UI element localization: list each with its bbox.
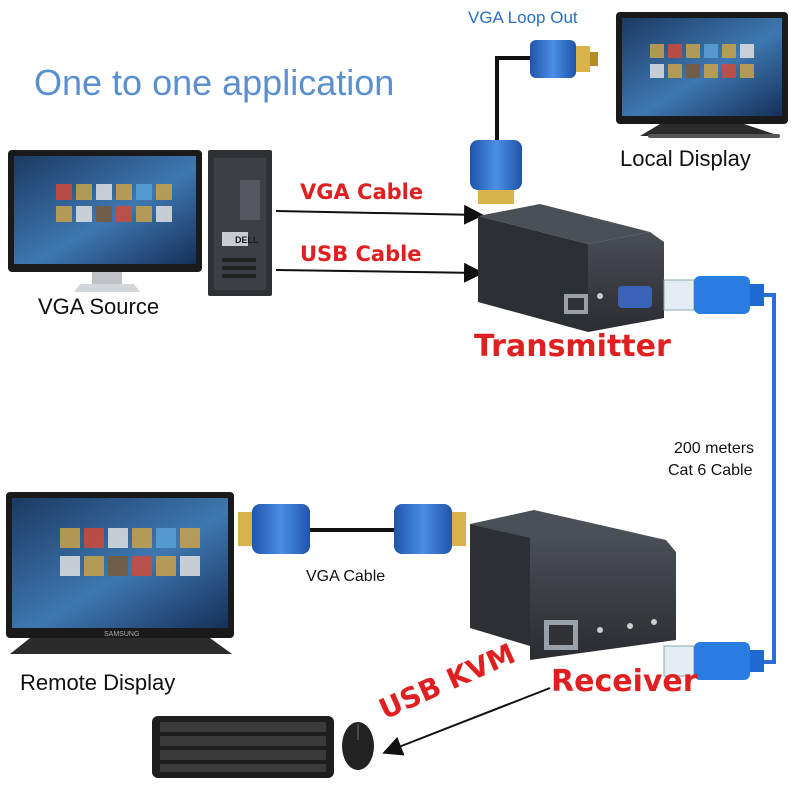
vga-cable-arrow xyxy=(275,204,484,225)
distance-label-line1: 200 meters xyxy=(674,440,755,457)
usb-cable-label: USB Cable xyxy=(300,242,422,266)
usb-cable-arrow xyxy=(275,262,484,283)
keyboard-graphic xyxy=(152,716,334,778)
distance-label-line2: Cat 6 Cable xyxy=(668,462,753,479)
pc-tower xyxy=(208,150,272,296)
remote-display-label: Remote Display xyxy=(20,670,176,695)
vga-source-monitor xyxy=(8,150,202,292)
local-display-label: Local Display xyxy=(620,146,751,171)
receiver-device xyxy=(470,510,676,660)
receiver-label: Receiver xyxy=(551,664,698,699)
receiver-rj45-plug xyxy=(663,642,764,680)
local-display-monitor xyxy=(616,12,788,138)
vga-cable-bottom-label: VGA Cable xyxy=(306,568,386,585)
vga-cable-bottom-graphic xyxy=(238,504,466,554)
vga-source-label: VGA Source xyxy=(38,294,160,319)
cat6-cable xyxy=(764,293,776,664)
transmitter-rj45-plug xyxy=(663,276,764,314)
vga-loop-out-label: VGA Loop Out xyxy=(468,8,578,27)
mouse-graphic xyxy=(342,722,374,770)
page-title: One to one application xyxy=(34,62,395,103)
transmitter-device xyxy=(478,204,664,332)
pc-brand-label: DELL xyxy=(235,235,259,245)
transmitter-label: Transmitter xyxy=(474,329,671,364)
vga-loop-out-connector xyxy=(470,40,598,204)
remote-display-monitor xyxy=(6,492,234,654)
vga-cable-top-label: VGA Cable xyxy=(300,180,424,204)
monitor-brand-label: SAMSUNG xyxy=(104,631,139,638)
usb-kvm-arrow xyxy=(382,687,551,756)
